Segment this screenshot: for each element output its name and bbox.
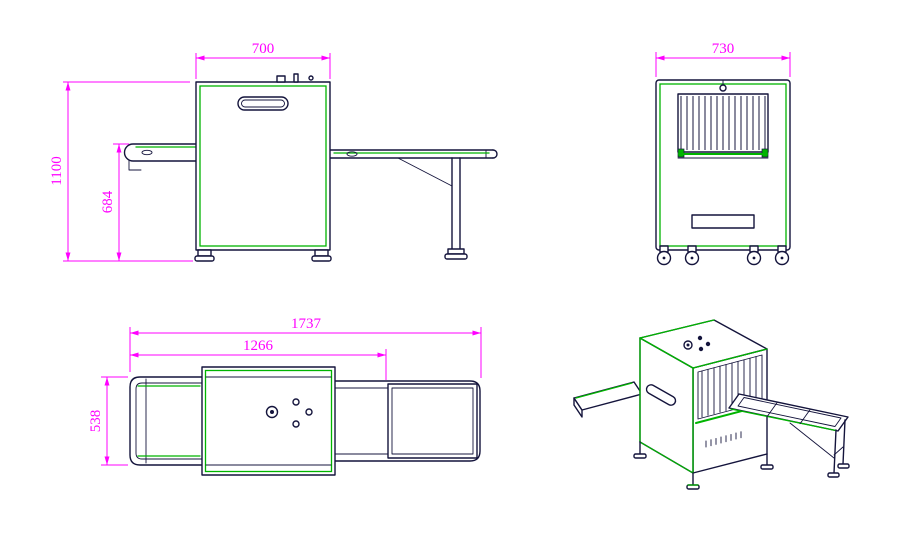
front-view: 730 [655,41,791,266]
dim-side-overall-height-text: 1100 [49,156,65,185]
control-button [305,408,313,416]
foot [197,249,212,257]
handle-slot [237,96,289,111]
control-button [292,398,300,406]
dim-side-overall-height: 1100 [49,81,193,262]
isometric-view [573,319,850,490]
vent-grille [691,214,755,229]
plan-exit-conveyor [334,380,481,462]
lifting-eye [719,84,727,92]
dim-side-belt-height-text: 684 [100,190,116,213]
iso-exit-table [728,393,850,478]
plan-cabinet [201,366,336,476]
top-fitting [293,73,299,83]
iso-handle-slot [645,384,677,406]
iso-entry-wing [573,381,643,418]
dim-front-width-text: 730 [712,41,735,57]
dim-side-width: 700 [195,41,331,79]
side-entry-conveyor [123,143,197,171]
iso-feet [633,441,774,490]
iso-vent [705,431,742,448]
foot [314,249,329,257]
casters [656,245,790,266]
top-fitting [308,75,314,81]
dim-plan-body-length: 1266 [130,338,387,380]
side-cabinet [194,73,332,262]
dim-plan-overall-length: 1737 [129,316,482,378]
control-button [292,420,300,428]
dim-plan-width: 538 [88,376,128,466]
roller-table [387,383,478,459]
top-fitting [276,75,286,83]
dim-plan-body-length-text: 1266 [243,338,274,354]
dim-plan-overall-length-text: 1737 [291,316,322,332]
plan-view: 1737 1266 538 [88,316,482,476]
side-view: 700 1100 684 [49,41,498,262]
plan-entry-conveyor [129,376,203,466]
dim-side-width-text: 700 [252,41,275,57]
dim-side-belt-height: 684 [100,143,129,261]
side-exit-table [329,149,498,260]
dim-front-width: 730 [655,41,791,77]
tunnel-curtain [677,93,769,159]
dim-plan-width-text: 538 [88,410,104,433]
